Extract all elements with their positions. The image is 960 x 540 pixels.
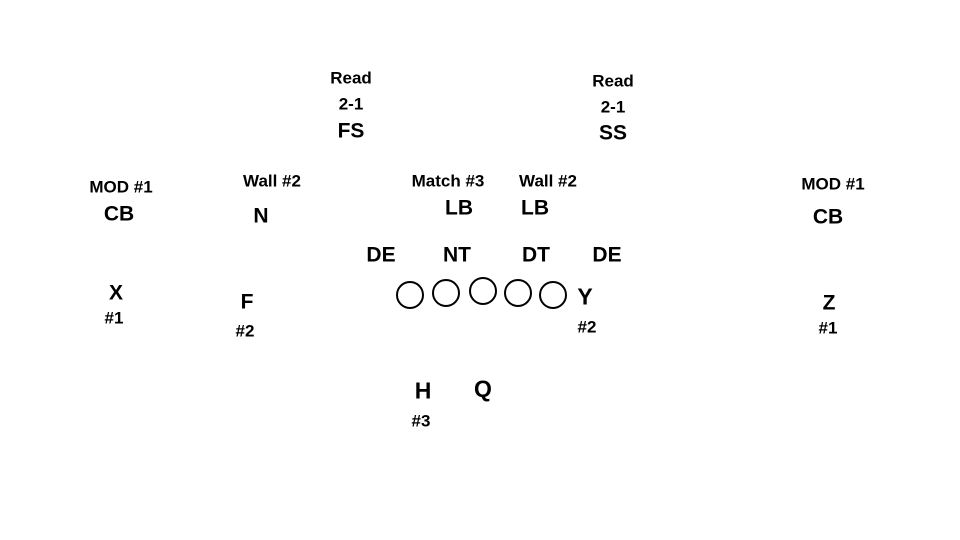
h-back: H — [414, 377, 432, 404]
left-cb-note: MOD #1 — [89, 177, 153, 197]
x-receiver: X — [108, 281, 124, 305]
offensive-lineman-circle — [504, 279, 532, 307]
z-receiver: Z — [822, 291, 836, 315]
y-receiver: Y — [577, 283, 593, 310]
left-linebacker: LB — [445, 196, 473, 220]
f-receiver: F — [240, 290, 254, 314]
right-linebacker: LB — [521, 196, 549, 220]
ss-rule: 2-1 — [600, 97, 626, 117]
nickel-note: Wall #2 — [243, 171, 301, 191]
left-cornerback: CB — [103, 202, 135, 226]
defensive-tackle: DT — [522, 243, 550, 267]
right-defensive-end: DE — [592, 243, 622, 267]
quarterback: Q — [474, 375, 492, 402]
right-cb-note: MOD #1 — [801, 174, 865, 194]
right-lb-note: Wall #2 — [519, 171, 577, 191]
y-receiver-number: #2 — [577, 317, 597, 337]
offensive-lineman-circle — [432, 279, 460, 307]
z-receiver-number: #1 — [818, 318, 838, 338]
x-receiver-number: #1 — [104, 308, 124, 328]
fs-rule: 2-1 — [338, 94, 364, 114]
left-lb-note: Match #3 — [411, 171, 485, 191]
strong-safety: SS — [598, 121, 628, 145]
offensive-lineman-circle — [539, 281, 567, 309]
h-back-number: #3 — [411, 411, 431, 431]
ss-read-note: Read — [592, 71, 634, 91]
right-cornerback: CB — [812, 205, 844, 229]
nickel: N — [253, 204, 269, 228]
offensive-lineman-circle — [469, 277, 497, 305]
free-safety: FS — [337, 119, 365, 143]
f-receiver-number: #2 — [235, 321, 255, 341]
offensive-lineman-circle — [396, 281, 424, 309]
fs-read-note: Read — [330, 68, 372, 88]
left-defensive-end: DE — [366, 243, 396, 267]
nose-tackle: NT — [443, 243, 471, 267]
